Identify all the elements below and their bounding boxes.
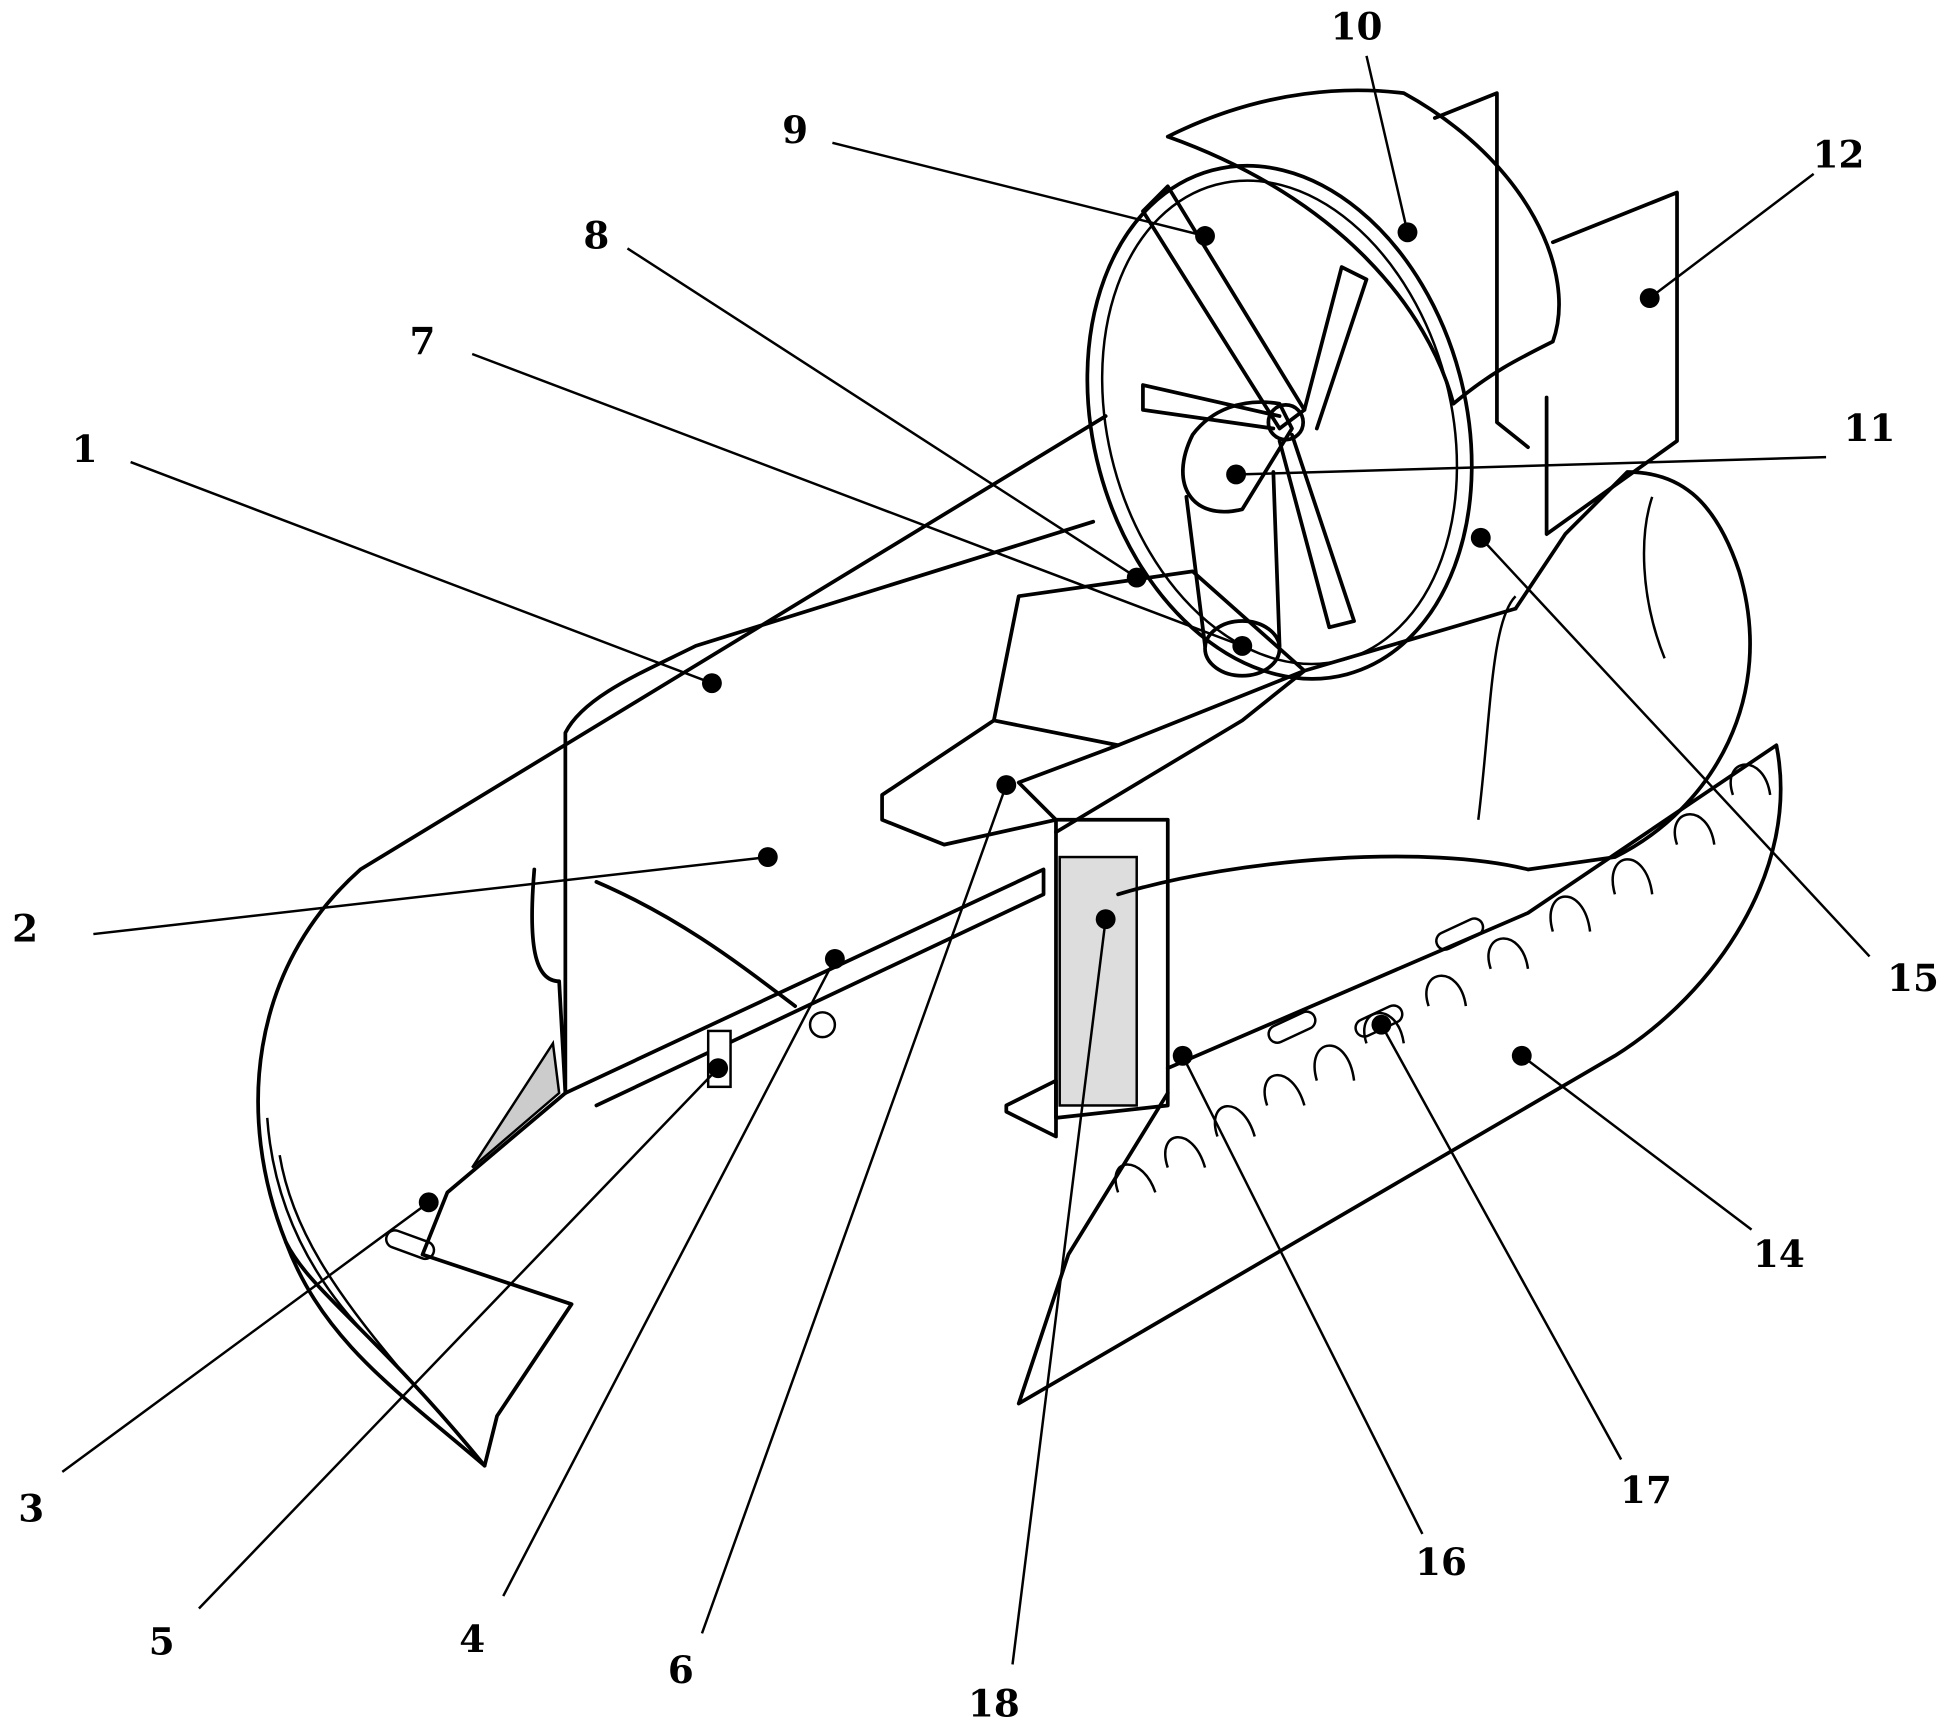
part-label-9: 9 [782,108,808,152]
part-label-4: 4 [459,1617,485,1661]
part-marker-11 [1226,464,1247,485]
leader-line-16 [1181,1055,1424,1535]
part-marker-8 [1126,567,1147,588]
leader-line-18 [1011,918,1107,1665]
part-label-5: 5 [149,1619,175,1663]
part-label-7: 7 [410,319,436,363]
leader-line-12 [1648,172,1815,300]
hull-outline [256,414,1783,1468]
leader-line-7 [471,352,1243,648]
part-label-3: 3 [18,1487,44,1531]
part-marker-1 [701,673,722,694]
part-marker-14 [1511,1045,1532,1066]
part-marker-18 [1095,909,1116,930]
part-label-8: 8 [583,213,609,257]
part-marker-6 [996,775,1017,795]
part-label-17: 17 [1620,1468,1672,1512]
part-marker-9 [1195,226,1215,246]
part-label-10: 10 [1331,5,1383,49]
fan-duct [1085,88,1679,681]
part-marker-16 [1172,1045,1193,1066]
part-label-14: 14 [1753,1232,1805,1276]
part-marker-3 [418,1192,439,1213]
part-marker-5 [708,1058,729,1079]
part-label-16: 16 [1415,1540,1467,1584]
part-marker-4 [824,948,845,969]
leader-line-14 [1521,1054,1753,1231]
leader-line-11 [1236,455,1827,476]
leader-line-9 [832,141,1206,238]
part-label-18: 18 [968,1682,1020,1726]
leader-line-6 [700,784,1008,1634]
part-marker-7 [1232,635,1253,656]
part-label-15: 15 [1887,956,1939,1000]
part-marker-10 [1397,222,1418,243]
leader-line-1 [130,460,713,685]
leader-line-17 [1380,1024,1623,1461]
leader-lines [61,55,1871,1665]
part-label-11: 11 [1844,406,1896,450]
leader-line-15 [1479,536,1871,958]
part-label-12: 12 [1813,133,1865,177]
part-label-1: 1 [72,427,98,471]
leader-line-3 [61,1201,430,1473]
leader-line-4 [502,958,836,1597]
leader-line-5 [198,1067,720,1610]
part-label-2: 2 [12,907,38,951]
part-marker-2 [757,847,778,867]
part-marker-15 [1470,527,1491,548]
leader-line-10 [1365,55,1409,233]
part-marker-17 [1371,1014,1392,1035]
leader-line-2 [93,855,768,936]
part-marker-12 [1639,288,1660,309]
leader-line-8 [626,247,1138,579]
part-label-6: 6 [668,1648,694,1692]
